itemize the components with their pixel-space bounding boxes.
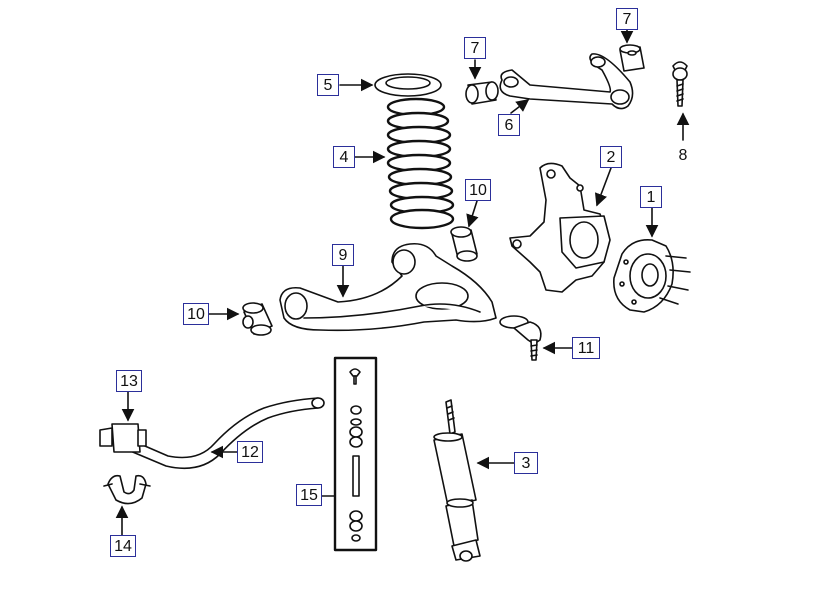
steering-knuckle-part [509, 162, 611, 293]
coil-spring-part [386, 97, 455, 230]
callout-13[interactable]: 13 [116, 370, 142, 392]
tie-rod-end-part [499, 315, 542, 361]
callout-7-left[interactable]: 7 [464, 37, 486, 59]
callout-2[interactable]: 2 [600, 146, 622, 168]
leader-lines [115, 29, 690, 536]
callout-12[interactable]: 12 [237, 441, 263, 463]
upper-arm-bushing-part-2 [619, 44, 645, 72]
stabilizer-link-kit-part [333, 356, 378, 552]
callout-15[interactable]: 15 [296, 484, 322, 506]
callout-5[interactable]: 5 [317, 74, 339, 96]
callout-6[interactable]: 6 [498, 114, 520, 136]
stabilizer-bushing-part [99, 423, 147, 453]
shock-absorber-part [433, 399, 481, 562]
callout-7-right[interactable]: 7 [616, 8, 638, 30]
callout-3[interactable]: 3 [514, 452, 538, 474]
upper-arm-bushing-part [465, 81, 499, 105]
stabilizer-bracket-part [103, 474, 151, 505]
lower-arm-front-bushing-part [242, 302, 273, 336]
callout-11[interactable]: 11 [572, 337, 600, 359]
callout-4[interactable]: 4 [333, 146, 355, 168]
callout-8[interactable]: 8 [672, 144, 694, 166]
spring-insulator-part [374, 73, 442, 97]
callout-1[interactable]: 1 [640, 186, 662, 208]
lower-arm-bushing-part [450, 226, 478, 262]
callout-9[interactable]: 9 [332, 244, 354, 266]
callout-10-upper[interactable]: 10 [465, 179, 491, 201]
callout-10-left[interactable]: 10 [183, 303, 209, 325]
bolt-part [672, 61, 688, 107]
hub-bearing-part [613, 238, 691, 313]
upper-control-arm-part [499, 53, 634, 110]
lower-control-arm-part [279, 242, 497, 332]
callout-14[interactable]: 14 [110, 535, 136, 557]
